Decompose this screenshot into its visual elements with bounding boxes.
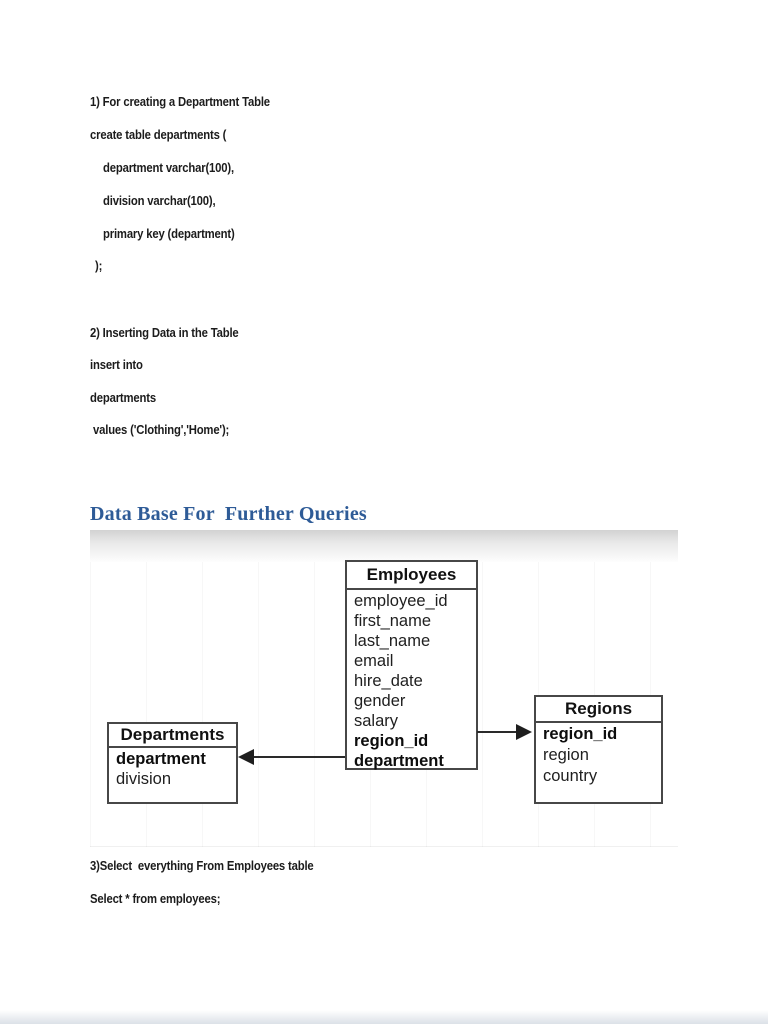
field-last-name: last_name <box>354 632 431 650</box>
regions-table: Regions region_id region country <box>534 695 663 804</box>
employees-table-title: Employees <box>347 562 476 590</box>
fk-line-department-to-departments <box>253 756 345 758</box>
field-email: email <box>354 652 394 670</box>
doc-line-create-open: create table departments ( <box>90 127 227 142</box>
doc-line-primary-key: primary key (department) <box>103 226 235 241</box>
field-country: country <box>543 767 598 785</box>
field-region-id: region_id <box>543 725 618 743</box>
field-employee-id: employee_id <box>354 592 448 610</box>
doc-line-create-title: 1) For creating a Department Table <box>90 94 270 109</box>
arrowhead-right-icon <box>516 724 532 740</box>
field-region-id: region_id <box>354 732 429 750</box>
field-hire-date: hire_date <box>354 672 423 690</box>
arrowhead-left-icon <box>238 749 254 765</box>
fk-line-regionid-to-regions <box>477 731 517 733</box>
departments-table: Departments department division <box>107 722 238 804</box>
doc-line-select-title: 3)Select everything From Employees table <box>90 858 314 873</box>
field-department: department <box>354 752 444 770</box>
doc-line-insert-title: 2) Inserting Data in the Table <box>90 325 239 340</box>
field-region: region <box>543 746 589 764</box>
doc-line-col-division: division varchar(100), <box>103 193 216 208</box>
regions-field-list: region_id region country <box>536 723 661 787</box>
employees-table: Employees employee_id first_name last_na… <box>345 560 478 770</box>
diagram-top-gradient <box>90 530 678 562</box>
doc-line-departments: departments <box>90 390 156 405</box>
field-first-name: first_name <box>354 612 432 630</box>
departments-table-title: Departments <box>109 724 236 748</box>
field-division: division <box>116 770 172 788</box>
doc-line-col-department: department varchar(100), <box>103 160 234 175</box>
field-department: department <box>116 750 206 768</box>
doc-line-close-paren: ); <box>95 258 103 273</box>
doc-line-values: values ('Clothing','Home'); <box>93 422 230 437</box>
field-salary: salary <box>354 712 399 730</box>
page-bottom-gradient <box>0 1010 768 1024</box>
departments-field-list: department division <box>109 748 236 789</box>
section-heading: Data Base For Further Queries <box>90 503 367 525</box>
field-gender: gender <box>354 692 406 710</box>
doc-line-insert-into: insert into <box>90 357 143 372</box>
employees-field-list: employee_id first_name last_name email h… <box>347 590 476 771</box>
doc-line-select-stmt: Select * from employees; <box>90 891 221 906</box>
regions-table-title: Regions <box>536 697 661 723</box>
